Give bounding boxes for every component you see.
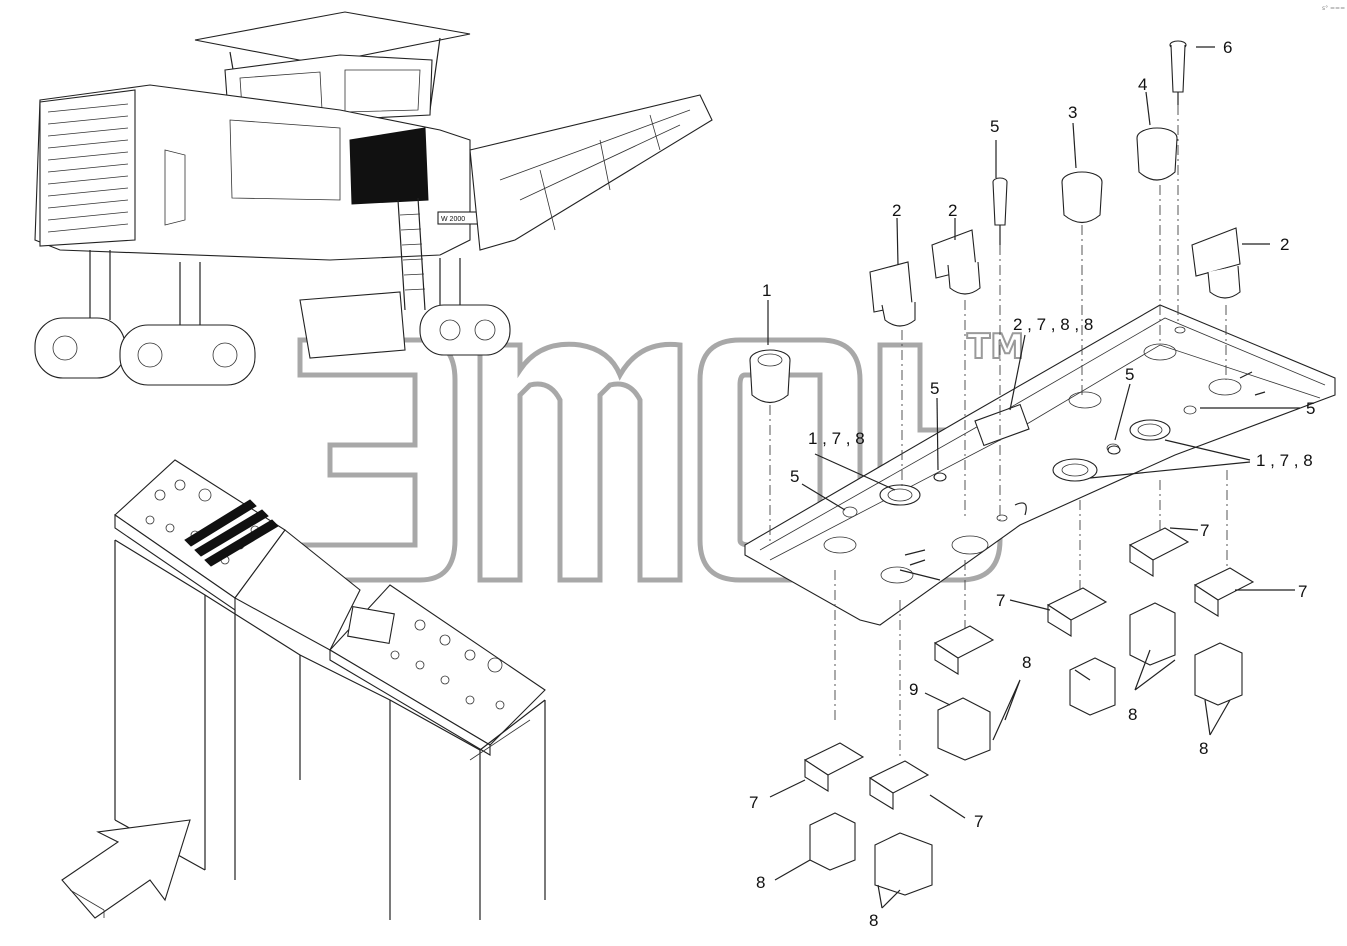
selector-switch-b [931,229,981,295]
callout-6: 6 [1223,38,1232,57]
side-panel-dark [349,127,429,205]
callout-8: 8 [1199,739,1208,758]
callout-7: 7 [1298,582,1307,601]
crawler-tracks [34,304,511,386]
callout-7: 7 [996,591,1005,610]
leader-lines [767,46,1300,909]
callout-8: 8 [869,911,878,930]
callout-2-7-8-8: 2 , 7 , 8 , 8 [1013,315,1093,334]
discharge-conveyor [469,94,713,251]
callout-5: 5 [990,117,999,136]
callout-labels: 1 2 2 5 3 4 6 2 2 , 7 , 8 , 8 5 5 5 1 , … [749,38,1315,930]
callout-2: 2 [948,201,957,220]
callout-7: 7 [974,812,983,831]
callout-4: 4 [1138,75,1147,94]
selector-switch-c [1191,227,1241,299]
push-button-4 [1136,127,1178,181]
machine-body [34,84,471,261]
callout-5: 5 [1306,399,1315,418]
callout-9: 9 [909,680,918,699]
machine-badge: W 2000 [441,216,465,223]
indicator-lamp-a [992,177,1008,245]
indicator-lamp-b [1169,40,1187,105]
trademark-mark: TM [967,327,1024,367]
callout-1-7-8: 1 , 7 , 8 [808,429,865,448]
projection-lines [769,105,1228,760]
contact-elements [809,602,1243,896]
callout-5: 5 [930,379,939,398]
drum-housing [299,291,406,359]
callout-7: 7 [1200,521,1209,540]
push-button-1 [749,349,791,404]
callout-7: 7 [749,793,758,812]
control-panel-plate [744,304,1336,626]
contact-blocks [803,527,1255,810]
callout-5: 5 [1125,365,1134,384]
callout-3: 3 [1068,103,1077,122]
callout-1-7-8: 1 , 7 , 8 [1256,451,1313,470]
canopy-roof [194,11,471,65]
direction-arrow [61,819,191,919]
callout-2: 2 [892,201,901,220]
corner-mark: s° === [1322,5,1345,12]
loose-components [749,40,1255,896]
selector-switch-a [869,261,916,327]
callout-1: 1 [762,281,771,300]
callout-8: 8 [756,873,765,892]
callout-2: 2 [1280,235,1289,254]
callout-8: 8 [1128,705,1137,724]
milling-machine-illustration: W 2000 [34,11,713,386]
callout-8: 8 [1022,653,1031,672]
callout-5: 5 [790,467,799,486]
push-button-3 [1061,171,1103,224]
